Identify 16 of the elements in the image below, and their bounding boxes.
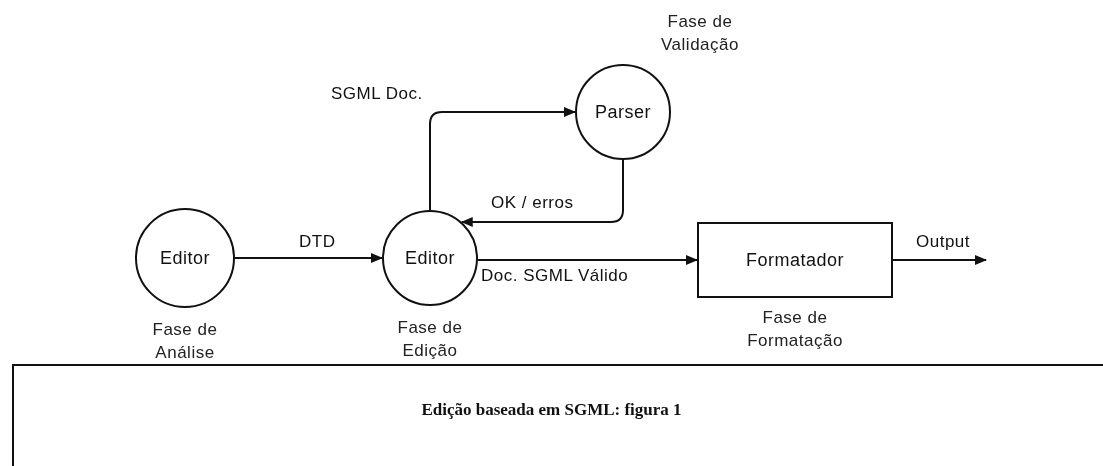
arrow bbox=[460, 159, 624, 227]
node-label: Parser bbox=[595, 101, 651, 123]
node-label: Editor bbox=[405, 247, 455, 269]
node-label: Editor bbox=[160, 247, 210, 269]
arrow bbox=[477, 255, 698, 265]
arrow bbox=[234, 253, 383, 263]
edge-label: Output bbox=[915, 232, 972, 252]
phase-label: Fase de Formatação bbox=[746, 307, 844, 352]
process-box bbox=[697, 222, 893, 298]
node-label: Formatador bbox=[745, 249, 844, 271]
arrow bbox=[429, 107, 576, 211]
phase-label: Fase de Edição bbox=[396, 317, 464, 362]
phase-label: Fase de Análise bbox=[151, 319, 219, 364]
phase-label: Fase de Validação bbox=[660, 11, 740, 56]
arrow bbox=[892, 255, 987, 265]
caption: Edição baseada em SGML: figura 1 bbox=[420, 400, 683, 420]
